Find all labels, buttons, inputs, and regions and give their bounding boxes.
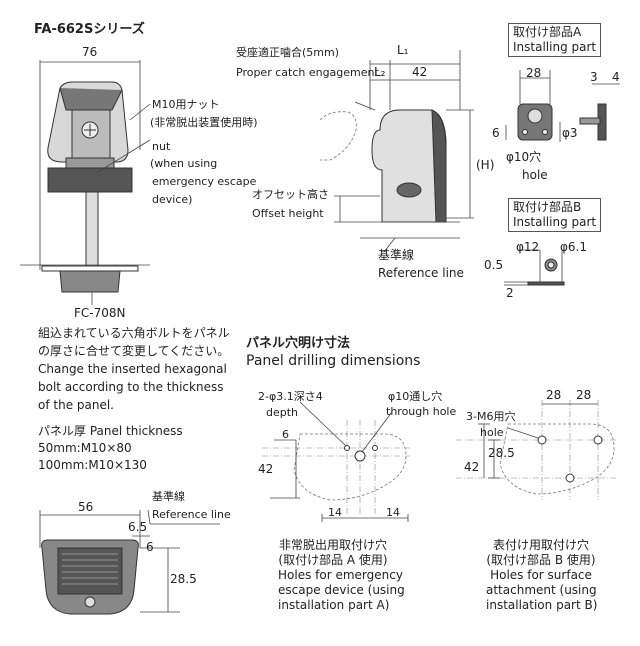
panel-dim-6: 6 bbox=[282, 428, 289, 441]
right-cap-line-1: 表付け用取付け穴 bbox=[492, 538, 589, 552]
label-m10-nut-jp: M10用ナット bbox=[152, 98, 220, 111]
left-cap-line-2: (取付け部品 A 使用) bbox=[278, 553, 388, 567]
dim-h: (H) bbox=[476, 158, 495, 172]
panel-left-drawing bbox=[262, 401, 410, 522]
panel-title-en: Panel drilling dimensions bbox=[246, 353, 421, 369]
dim-l1: L₁ bbox=[397, 43, 409, 57]
dim-3: 3 bbox=[590, 70, 598, 84]
dim-76: 76 bbox=[82, 45, 98, 59]
thickness-1: 50mm:M10×80 bbox=[38, 441, 132, 455]
thickness-title: パネル厚 Panel thickness bbox=[38, 424, 183, 438]
panel-left-caption: 非常脱出用取付け穴 (取付け部品 A 使用) Holes for emergen… bbox=[278, 538, 405, 613]
dim-05: 0.5 bbox=[484, 258, 504, 272]
series-title: FA-662Sシリーズ bbox=[34, 22, 145, 37]
panel-phi10: φ10通し穴 bbox=[388, 390, 443, 403]
label-proper-jp: 受座適正噛合(5mm) bbox=[236, 46, 340, 59]
dim-56: 56 bbox=[78, 500, 94, 514]
dim-phi61: φ6.1 bbox=[560, 240, 587, 254]
dim-4: 4 bbox=[612, 70, 620, 84]
panel-3m6: 3-M6用穴 bbox=[466, 410, 516, 423]
label-offset-en: Offset height bbox=[252, 207, 324, 220]
note-en3: of the panel. bbox=[38, 398, 114, 412]
left-cap-line-5: installation part A) bbox=[278, 598, 390, 612]
right-cap-line-5: installation part B) bbox=[486, 598, 598, 612]
part-a-drawing bbox=[505, 70, 620, 142]
panel-2phi31: 2-φ3.1深さ4 bbox=[258, 390, 323, 403]
panel-through: through hole bbox=[386, 405, 457, 418]
label-offset-jp: オフセット高さ bbox=[252, 188, 329, 201]
panel-depth: depth bbox=[266, 406, 299, 419]
part-a-en: Installing part bbox=[513, 40, 597, 54]
part-b-en: Installing part bbox=[513, 215, 597, 229]
left-cap-line-3: Holes for emergency bbox=[278, 568, 403, 582]
part-b-drawing bbox=[504, 249, 565, 286]
part-a-box: 取付け部品A Installing part bbox=[508, 23, 602, 57]
right-cap-line-4: attachment (using bbox=[486, 583, 597, 597]
panel-hole: hole bbox=[480, 426, 504, 439]
panel-dim-14a: 14 bbox=[328, 506, 342, 519]
note-en2: bolt according to the thickness bbox=[38, 380, 224, 394]
part-a-jp: 取付け部品A bbox=[513, 25, 582, 39]
note-en1: Change the inserted hexagonal bbox=[38, 362, 227, 376]
label-emergency: emergency escape bbox=[152, 175, 257, 188]
right-cap-line-2: (取付け部品 B 使用) bbox=[486, 553, 596, 567]
dim-28-a: 28 bbox=[526, 66, 542, 80]
front-view bbox=[20, 60, 151, 305]
panel-dim-42: 42 bbox=[258, 462, 274, 476]
side-view bbox=[319, 50, 474, 253]
panel-dim-14b: 14 bbox=[386, 506, 400, 519]
right-cap-line-3: Holes for surface bbox=[490, 568, 592, 582]
left-cap-line-1: 非常脱出用取付け穴 bbox=[278, 538, 387, 552]
dim-phi3: φ3 bbox=[562, 126, 578, 140]
dim-hole-en: hole bbox=[522, 168, 548, 182]
label-ref-jp: 基準線 bbox=[378, 248, 415, 262]
dim-phi10-hole: φ10穴 bbox=[506, 150, 542, 164]
panel-dim-42b: 42 bbox=[464, 460, 480, 474]
part-b-jp: 取付け部品B bbox=[513, 200, 582, 214]
dim-42: 42 bbox=[412, 65, 428, 79]
panel-dim-28b: 28 bbox=[576, 388, 592, 402]
part-b-box: 取付け部品B Installing part bbox=[508, 198, 602, 232]
dim-6-a: 6 bbox=[492, 126, 500, 140]
note-jp2: の厚さに合せて変更してください。 bbox=[38, 344, 230, 358]
dim-2: 2 bbox=[506, 286, 514, 300]
label-nut-en: nut bbox=[152, 140, 171, 153]
panel-dim-28a: 28 bbox=[546, 388, 562, 402]
panel-title-jp: パネル穴明け寸法 bbox=[246, 336, 351, 351]
label-fc708n: FC-708N bbox=[74, 306, 126, 320]
thickness-2: 100mm:M10×130 bbox=[38, 458, 147, 472]
dim-phi12: φ12 bbox=[516, 240, 540, 254]
label-ref-jp2: 基準線 bbox=[152, 490, 185, 503]
dim-28-5: 28.5 bbox=[170, 572, 197, 586]
dim-l2: L₂ bbox=[374, 65, 386, 79]
panel-right-drawing bbox=[456, 400, 618, 500]
label-device: device) bbox=[152, 193, 193, 206]
dim-6-b: 6 bbox=[146, 540, 154, 554]
left-cap-line-4: escape device (using bbox=[278, 583, 405, 597]
dim-6-5: 6.5 bbox=[128, 520, 148, 534]
bottom-view bbox=[39, 509, 220, 615]
label-m10-nut-jp2: (非常脱出装置使用時) bbox=[150, 116, 258, 129]
label-when-using: (when using bbox=[150, 157, 218, 170]
panel-right-caption: 表付け用取付け穴 (取付け部品 B 使用) Holes for surface … bbox=[486, 538, 598, 613]
label-ref-en2: Reference line bbox=[152, 508, 231, 521]
note-jp1: 組込まれている六角ボルトをパネル bbox=[38, 326, 230, 340]
label-proper-en: Proper catch engagement bbox=[236, 66, 379, 79]
label-ref-en: Reference line bbox=[378, 266, 464, 280]
panel-dim-28-5: 28.5 bbox=[488, 446, 515, 460]
